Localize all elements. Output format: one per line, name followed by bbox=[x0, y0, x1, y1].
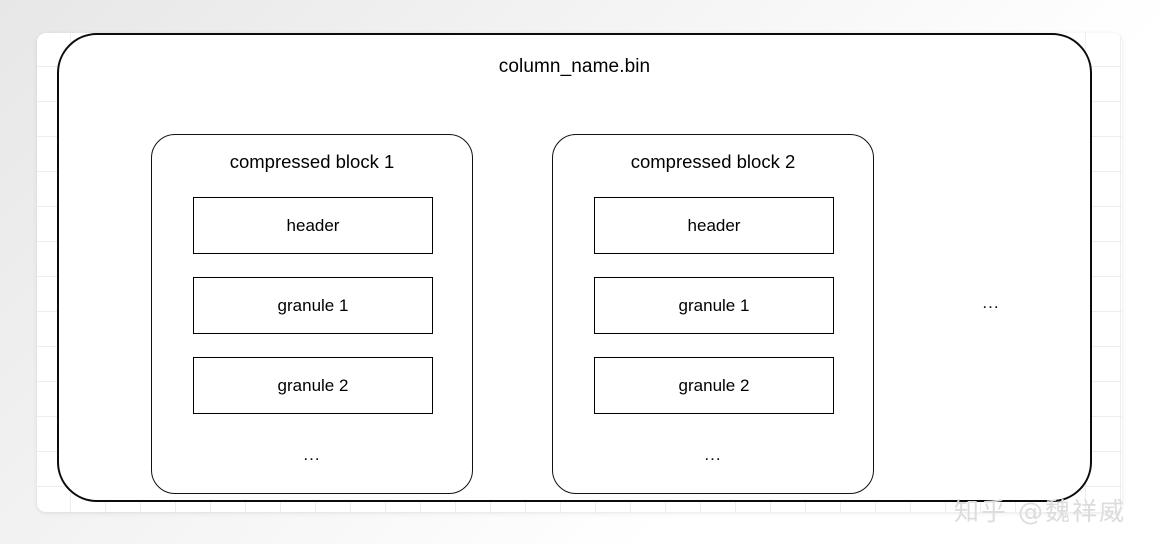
block-1-granule-2-box: granule 2 bbox=[193, 357, 433, 414]
block-1-ellipsis: ... bbox=[303, 445, 321, 464]
block-1-header-box: header bbox=[193, 197, 433, 254]
block-2-ellipsis: ... bbox=[704, 445, 722, 464]
compressed-block-1: compressed block 1 header granule 1 gran… bbox=[151, 134, 473, 494]
file-container-column-name-bin: column_name.bin compressed block 1 heade… bbox=[57, 33, 1092, 502]
block-2-granule-1-box: granule 1 bbox=[594, 277, 834, 334]
file-title: column_name.bin bbox=[498, 56, 651, 77]
block-1-granule-1-box: granule 1 bbox=[193, 277, 433, 334]
compressed-block-2: compressed block 2 header granule 1 gran… bbox=[552, 134, 874, 494]
block-2-granule-2-box: granule 2 bbox=[594, 357, 834, 414]
block-2-header-box: header bbox=[594, 197, 834, 254]
file-trailing-ellipsis: ... bbox=[982, 293, 1000, 312]
watermark: 知乎 @魏祥威 bbox=[954, 497, 1126, 526]
compressed-block-2-title: compressed block 2 bbox=[630, 151, 796, 172]
compressed-block-1-title: compressed block 1 bbox=[229, 151, 395, 172]
